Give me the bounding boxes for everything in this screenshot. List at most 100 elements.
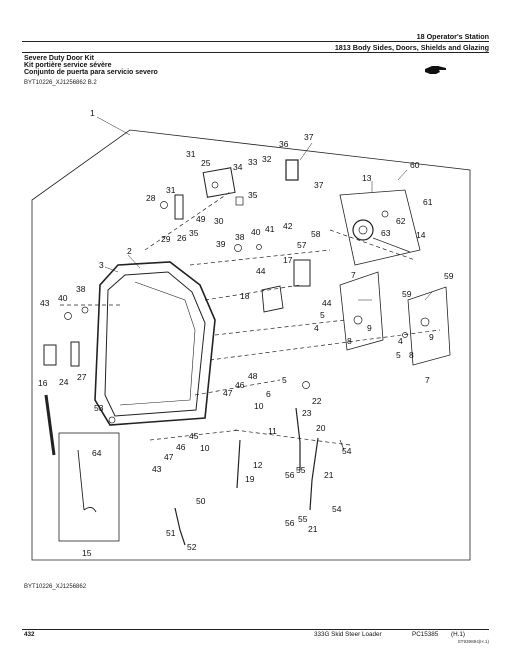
link-rod-3	[309, 437, 319, 511]
callout-19: 19	[245, 474, 255, 484]
callout-52: 52	[187, 542, 197, 552]
callout-49: 49	[196, 214, 206, 224]
seal-strip	[44, 394, 56, 456]
callout-62: 62	[396, 216, 406, 226]
callout-31: 31	[186, 149, 196, 159]
callout-24: 24	[59, 377, 69, 387]
callout-60: 60	[410, 160, 420, 170]
callout-43: 43	[40, 298, 50, 308]
callout-34: 34	[233, 162, 243, 172]
callout-8: 8	[409, 350, 414, 360]
callout-61: 61	[423, 197, 433, 207]
callout-50: 50	[196, 496, 206, 506]
callout-40: 40	[251, 227, 261, 237]
callout-6: 6	[266, 389, 271, 399]
callout-47: 47	[223, 388, 233, 398]
door-frame-inner	[104, 271, 206, 417]
inset-box	[58, 432, 120, 542]
callout-55: 55	[298, 514, 308, 524]
footer-rule	[22, 629, 489, 630]
striker-plate	[293, 259, 311, 287]
callout-55: 55	[296, 465, 306, 475]
callout-43: 43	[152, 464, 162, 474]
callout-30: 30	[214, 216, 224, 226]
callout-39: 39	[216, 239, 226, 249]
hinge-plate-right	[407, 286, 451, 366]
callout-33: 33	[248, 157, 258, 167]
callout-41: 41	[265, 224, 275, 234]
door-frame-outer	[94, 261, 216, 426]
footer-code: ST939894(H.1)	[457, 639, 489, 644]
callout-35: 35	[248, 190, 258, 200]
callout-2: 2	[127, 246, 132, 256]
footer-catalog: PC15385	[412, 631, 439, 638]
callout-11: 11	[268, 426, 277, 436]
actuator-housing	[339, 189, 421, 266]
callout-23: 23	[302, 408, 312, 418]
section-title: 18 Operator's Station	[416, 32, 489, 41]
grab-plate	[43, 344, 57, 366]
callout-44: 44	[256, 266, 266, 276]
callout-51: 51	[166, 528, 176, 538]
callout-29: 29	[161, 234, 171, 244]
callout-64: 64	[92, 448, 102, 458]
kit-title-es: Conjunto de puerta para servicio severo	[24, 69, 158, 76]
callout-5: 5	[282, 375, 287, 385]
callout-9: 9	[367, 323, 372, 333]
bracket	[261, 285, 284, 313]
callout-7: 7	[351, 270, 356, 280]
callout-8: 8	[347, 336, 352, 346]
callout-37: 37	[314, 180, 324, 190]
callout-27: 27	[77, 372, 87, 382]
page-number: 432	[24, 631, 35, 638]
callout-5: 5	[320, 310, 325, 320]
callout-45: 45	[189, 431, 199, 441]
callout-56: 56	[285, 470, 295, 480]
callout-53: 53	[94, 403, 104, 413]
kit-title-en: Severe Duty Door Kit	[24, 55, 95, 62]
callout-38: 38	[235, 232, 245, 242]
pointing-hand-icon	[425, 66, 446, 74]
handle	[174, 194, 184, 220]
callout-20: 20	[316, 423, 326, 433]
callout-4: 4	[398, 336, 403, 346]
link-rod-2	[295, 407, 301, 470]
callout-3: 3	[99, 260, 104, 270]
callout-17: 17	[283, 255, 293, 265]
rod-50	[174, 507, 186, 546]
callout-38: 38	[76, 284, 86, 294]
callout-56: 56	[285, 518, 295, 528]
callout-26: 26	[177, 233, 187, 243]
callout-42: 42	[283, 221, 293, 231]
callout-58: 58	[311, 229, 321, 239]
callout-21: 21	[324, 470, 334, 480]
callout-40: 40	[58, 293, 68, 303]
callout-32: 32	[262, 154, 272, 164]
callout-21: 21	[308, 524, 318, 534]
callout-44: 44	[322, 298, 332, 308]
callout-37: 37	[304, 132, 314, 142]
callout-10: 10	[254, 401, 264, 411]
kit-outline	[31, 129, 471, 561]
callout-10: 10	[200, 443, 210, 453]
callout-35: 35	[189, 228, 199, 238]
latch-plate	[202, 167, 236, 198]
callout-36: 36	[279, 139, 289, 149]
callout-63: 63	[381, 228, 391, 238]
callout-14: 14	[416, 230, 426, 240]
kit-reference: BYT10226_XJ1256862 B.2	[24, 80, 97, 86]
callout-16: 16	[38, 378, 48, 388]
callout-46: 46	[176, 442, 186, 452]
callout-47: 47	[164, 452, 174, 462]
subsection-title: 1813 Body Sides, Doors, Shields and Glaz…	[334, 43, 489, 52]
hinge-plate-left	[339, 271, 384, 351]
callout-labels: 1 2 3 4 4 5 5 5 6 7 7 8 8 9 9 10 10 11 1…	[38, 108, 454, 558]
latch-cover	[285, 159, 299, 181]
callout-22: 22	[312, 396, 322, 406]
callout-54: 54	[342, 446, 352, 456]
callout-18: 18	[240, 291, 250, 301]
link-rod-1	[236, 439, 241, 489]
callout-12: 12	[253, 460, 263, 470]
kit-title-fr: Kit portière service sévère	[24, 62, 112, 69]
callout-25: 25	[201, 158, 211, 168]
